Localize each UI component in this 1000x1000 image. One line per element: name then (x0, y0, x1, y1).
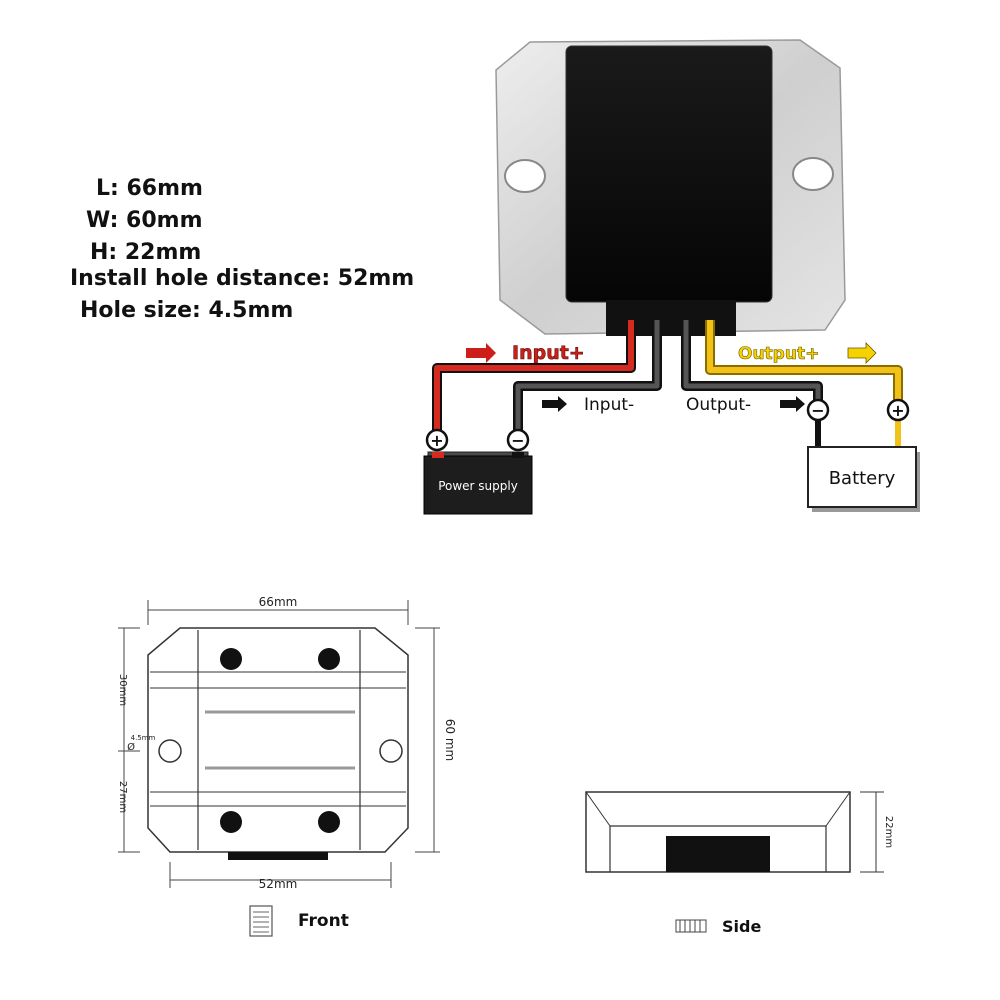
wire-output-negative (683, 320, 821, 408)
svg-text:+: + (430, 431, 443, 450)
dim-lower-27: 27mm (117, 781, 128, 813)
power-supply: Power supply (423, 451, 533, 515)
side-caption: Side (675, 917, 761, 936)
dim-hole-diameter: 4.5mm (131, 734, 156, 742)
module-potting (565, 45, 773, 303)
svg-text:+: + (891, 401, 904, 420)
svg-text:−: − (811, 401, 824, 420)
side-view-drawing (585, 791, 884, 873)
wire-output-positive (707, 320, 901, 408)
spec-height: H: 22mm (90, 240, 202, 265)
front-caption-label: Front (298, 911, 349, 931)
diameter-icon: Ø (127, 741, 135, 753)
dim-height-60: 60 mm (443, 719, 457, 761)
spec-length: L: 66mm (96, 176, 203, 201)
svg-text:−: − (511, 431, 524, 450)
arrow-right-icon (847, 342, 877, 364)
wire-input-positive (434, 320, 634, 438)
cable-gland (606, 300, 736, 336)
power-supply-label: Power supply (438, 479, 518, 493)
dim-side-height-22: 22mm (883, 816, 894, 848)
wiring (432, 320, 903, 446)
arrow-right-icon (542, 396, 567, 412)
converter-module (495, 39, 846, 336)
arrow-right-icon (466, 343, 496, 363)
mount-hole-left (504, 159, 546, 193)
wire-input-negative (515, 320, 660, 438)
spec-hole-size: Hole size: 4.5mm (80, 298, 294, 323)
battery: Battery (807, 446, 920, 512)
front-caption: Front (249, 905, 349, 937)
output-positive-label: Output+ (738, 344, 819, 364)
front-view-drawing (147, 627, 409, 860)
side-view-icon (675, 919, 707, 933)
minus-icon (806, 398, 830, 422)
mount-hole-right (792, 157, 834, 191)
arrow-right-icon (780, 396, 805, 412)
spec-width: W: 60mm (86, 208, 203, 233)
spec-hole-distance: Install hole distance: 52mm (70, 266, 415, 291)
front-view-dimensions (118, 600, 440, 888)
dim-width-66: 66mm (259, 595, 298, 609)
output-negative-label: Output- (686, 395, 751, 415)
dim-upper-30: 30mm (117, 674, 128, 706)
input-positive-label: Input+ (512, 342, 585, 364)
minus-icon (506, 428, 530, 452)
battery-label: Battery (829, 468, 896, 489)
front-view-icon (249, 905, 273, 937)
plus-icon (886, 398, 910, 422)
input-negative-label: Input- (584, 395, 634, 415)
terminals: + − − + (425, 398, 910, 452)
plus-icon (425, 428, 449, 452)
dim-hole-spacing-52: 52mm (259, 877, 298, 891)
side-caption-label: Side (722, 917, 761, 936)
wiring-labels: Input+ Output+ Input- Output- (466, 342, 877, 415)
front-view-holes (158, 648, 403, 833)
